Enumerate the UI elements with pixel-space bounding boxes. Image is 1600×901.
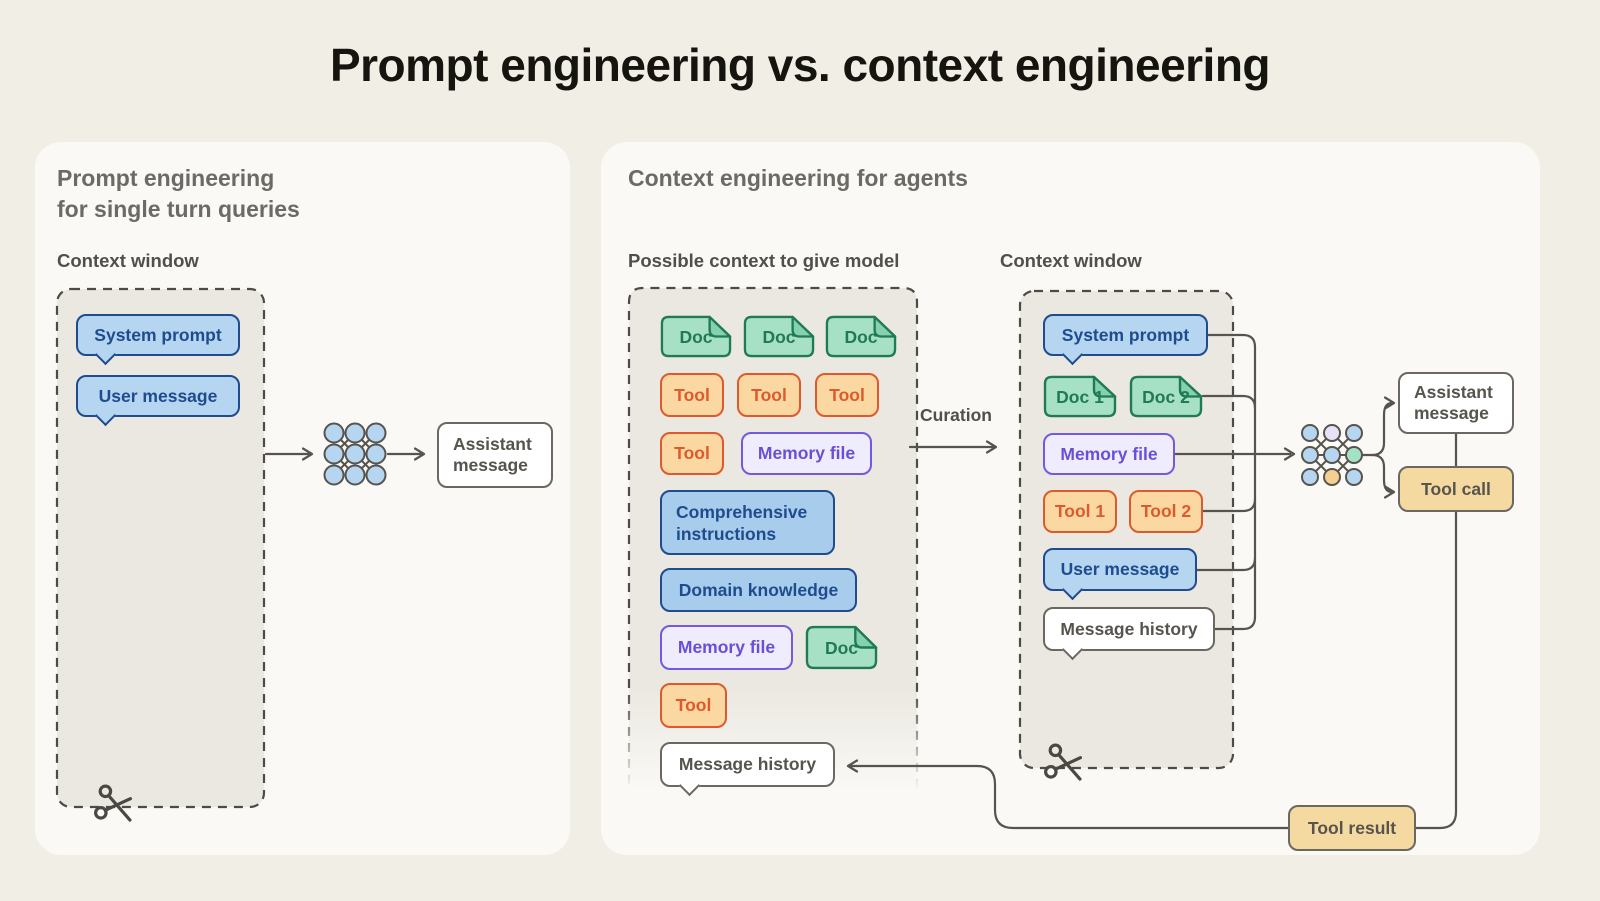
- assistant-message-label: Assistant message: [453, 434, 532, 475]
- memory-file-label: Memory file: [677, 637, 776, 657]
- tool-label: Tool: [829, 384, 865, 405]
- left-heading-line2: for single turn queries: [57, 196, 300, 222]
- comprehensive-instructions-item: Comprehensive instructions: [660, 490, 835, 555]
- doc-item-2: Doc: [743, 315, 815, 358]
- memory-file-label: Memory file: [757, 443, 856, 463]
- prompt-engineering-panel: [35, 142, 570, 855]
- domain-knowledge-item: Domain knowledge: [660, 568, 857, 612]
- tool2-item: Tool 2: [1129, 490, 1203, 533]
- tool-label: Tool: [674, 384, 710, 405]
- memory-file-item-2: Memory file: [660, 625, 793, 670]
- assistant-message-label: Assistant message: [1414, 382, 1493, 423]
- context-window-label-left: Context window: [57, 250, 199, 271]
- domain-knowledge-label: Domain knowledge: [678, 579, 839, 600]
- tool-item-3: Tool: [815, 373, 879, 417]
- tool-label: Tool 1: [1054, 501, 1106, 521]
- message-history-label: Message history: [678, 754, 817, 774]
- doc-item-3: Doc: [825, 315, 897, 358]
- system-prompt-bubble-left: System prompt: [76, 314, 240, 366]
- system-prompt-label: System prompt: [1061, 324, 1190, 345]
- tool-label: Tool: [675, 695, 712, 715]
- tool-call-label: Tool call: [1421, 478, 1491, 499]
- doc-label: Doc: [762, 327, 796, 347]
- left-panel-heading: Prompt engineering for single turn queri…: [57, 163, 300, 225]
- curation-label: Curation: [920, 405, 992, 425]
- system-prompt-bubble-right: System prompt: [1043, 314, 1208, 366]
- user-message-bubble-right: User message: [1043, 548, 1197, 601]
- user-message-bubble-left: User message: [76, 375, 240, 427]
- tool-item-4: Tool: [660, 432, 724, 475]
- doc2-item: Doc 2: [1129, 375, 1203, 418]
- assistant-message-box-left: Assistant message: [437, 422, 553, 488]
- doc1-item: Doc 1: [1043, 375, 1117, 418]
- page-title: Prompt engineering vs. context engineeri…: [329, 39, 1271, 91]
- message-history-bubble-right: Message history: [1043, 607, 1215, 661]
- tool1-item: Tool 1: [1043, 490, 1117, 533]
- tool-label: Tool: [751, 384, 787, 405]
- comprehensive-instructions-label: Comprehensive instructions: [676, 501, 808, 544]
- tool-item-5: Tool: [660, 683, 727, 728]
- tool-item-1: Tool: [660, 373, 724, 417]
- doc-label: Doc: [679, 327, 713, 347]
- memory-file-label: Memory file: [1060, 443, 1158, 464]
- doc-label: Doc 2: [1142, 387, 1190, 407]
- doc-label: Doc 1: [1056, 387, 1104, 407]
- right-panel-heading: Context engineering for agents: [628, 165, 968, 191]
- tool-label: Tool 2: [1140, 501, 1192, 521]
- message-history-label: Message history: [1060, 618, 1198, 639]
- memory-file-item-1: Memory file: [741, 432, 872, 475]
- memory-file-item-right: Memory file: [1043, 433, 1175, 475]
- doc-item-4: Doc: [805, 625, 878, 670]
- possible-context-label: Possible context to give model: [628, 250, 900, 271]
- assistant-message-box-right: Assistant message: [1398, 372, 1514, 434]
- tool-call-box: Tool call: [1398, 466, 1514, 512]
- left-heading-line1: Prompt engineering: [57, 165, 275, 191]
- tool-label: Tool: [674, 443, 710, 463]
- tool-item-2: Tool: [737, 373, 801, 417]
- context-window-label-right: Context window: [1000, 250, 1142, 271]
- doc-item-1: Doc: [660, 315, 732, 358]
- message-history-bubble-possible: Message history: [660, 742, 835, 797]
- tool-result-box: Tool result: [1288, 805, 1416, 851]
- user-message-label: User message: [98, 385, 218, 406]
- doc-label: Doc: [824, 638, 859, 658]
- doc-label: Doc: [844, 327, 878, 347]
- user-message-label: User message: [1060, 559, 1180, 579]
- tool-result-label: Tool result: [1307, 817, 1397, 838]
- system-prompt-label: System prompt: [94, 324, 222, 345]
